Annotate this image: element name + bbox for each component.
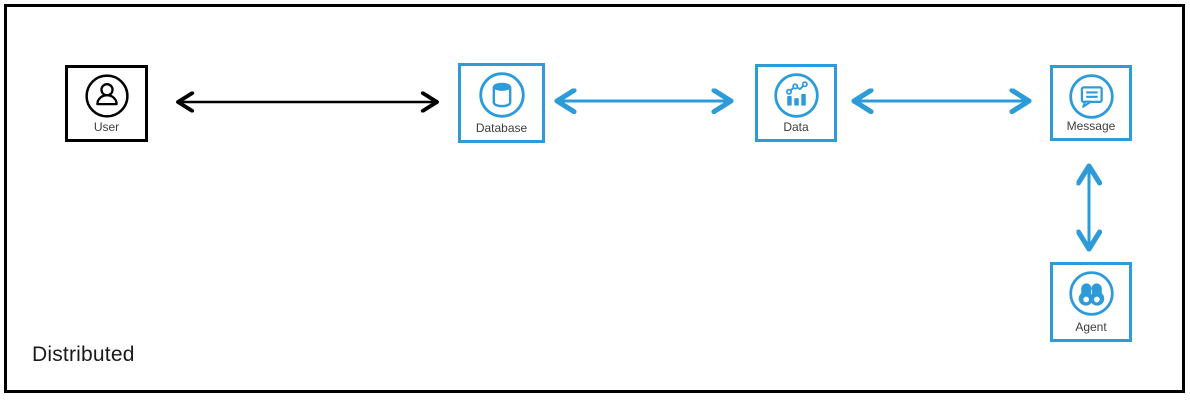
node-message-label: Message [1066, 119, 1116, 133]
edge-data-message [848, 90, 1034, 112]
edge-database-data [551, 90, 737, 112]
node-database-label: Database [475, 121, 528, 135]
edge-message-agent [1078, 160, 1100, 254]
node-database: Database [458, 63, 545, 143]
binoculars-icon [1068, 270, 1115, 317]
user-icon [84, 73, 130, 119]
node-agent: Agent [1050, 262, 1132, 342]
chart-icon [773, 72, 820, 119]
node-agent-label: Agent [1075, 320, 1107, 334]
node-user: User [65, 65, 148, 142]
message-icon [1068, 73, 1115, 120]
node-message: Message [1050, 65, 1132, 141]
node-data: Data [755, 64, 837, 142]
database-icon [478, 71, 526, 119]
edge-user-database [172, 91, 444, 113]
node-data-label: Data [783, 120, 809, 134]
diagram-frame [4, 4, 1185, 393]
node-user-label: User [93, 120, 120, 134]
diagram-title: Distributed [32, 343, 135, 366]
